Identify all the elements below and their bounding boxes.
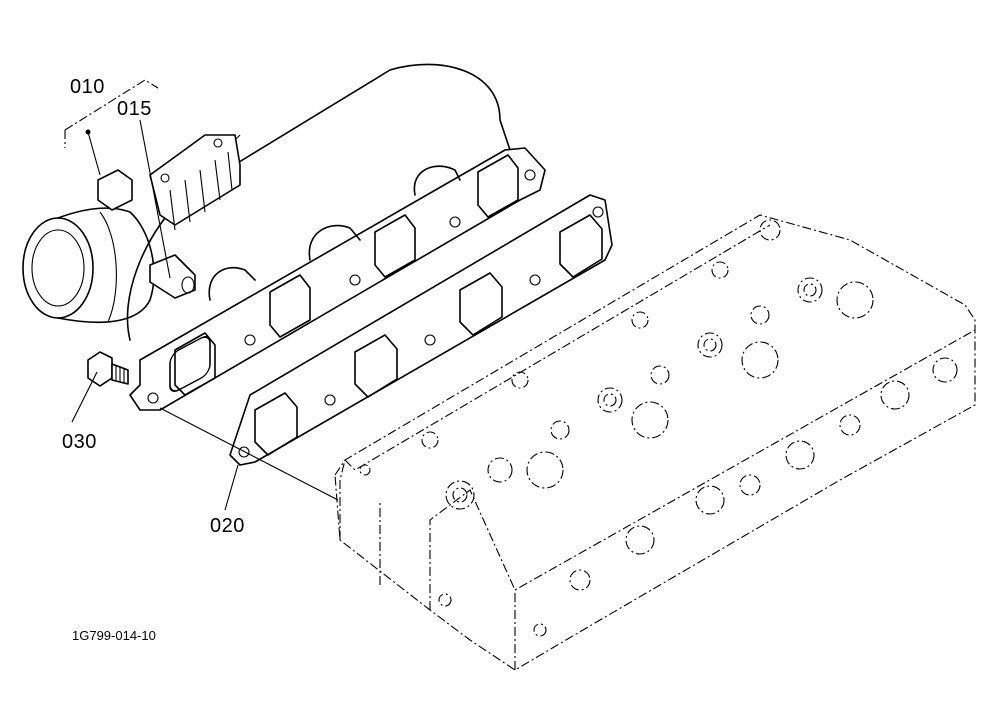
callout-010: 010 bbox=[70, 76, 105, 98]
leader-lines bbox=[64, 79, 339, 511]
callout-015: 015 bbox=[117, 98, 152, 120]
figure-reference: 1G799-014-10 bbox=[72, 628, 156, 643]
exhaust-gasket bbox=[229, 194, 613, 466]
bolt bbox=[87, 351, 129, 387]
cylinder-head-ports bbox=[359, 219, 958, 637]
callout-030: 030 bbox=[62, 431, 97, 453]
exhaust-manifold bbox=[22, 63, 546, 411]
callout-020: 020 bbox=[210, 515, 245, 537]
cylinder-head bbox=[334, 214, 976, 671]
